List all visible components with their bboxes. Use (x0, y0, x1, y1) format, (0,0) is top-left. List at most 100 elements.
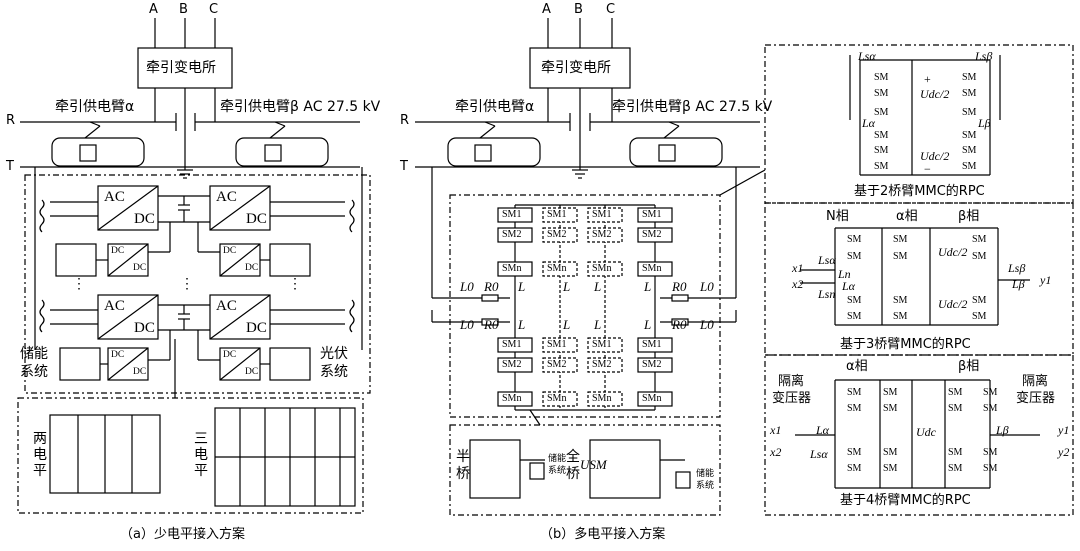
l-label-7: L (594, 317, 602, 332)
three-level-3: 平 (194, 463, 208, 479)
caption-b: （b）多电平接入方案 (540, 527, 666, 542)
rpc3-lsa: Lsα (818, 253, 836, 267)
l-label-6: L (563, 317, 571, 332)
rpc2-sm-11: SM (962, 145, 977, 156)
rpc2-lsa: Lsα (858, 49, 876, 63)
sm1-c4-bot: SM1 (642, 339, 662, 350)
storage-small-4: 系统 (696, 481, 715, 491)
rpc4-iso-right-2: 变压器 (1016, 391, 1056, 406)
rpc2-udc-top: Udc/2 (920, 87, 950, 101)
rpc3-b-phase: β相 (958, 209, 980, 224)
rpc2-minus: − (924, 162, 931, 176)
rpc4-iso-left-2: 变压器 (772, 391, 812, 406)
storage-small-2: 系统 (548, 466, 567, 476)
phase-b-label: B (179, 2, 188, 17)
rpc2-sm-10: SM (962, 130, 977, 141)
sm2-c1-top: SM2 (502, 229, 522, 240)
l-label-4: L (644, 279, 652, 294)
rpc4-sm-10: SM (948, 403, 963, 414)
rpc4-sm-2: SM (847, 403, 862, 414)
rpc4-b-phase: β相 (958, 359, 980, 374)
sm2-c4-top: SM2 (642, 229, 662, 240)
dcdc-dc-1: DC (111, 246, 125, 256)
rpc2-udc-bot: Udc/2 (920, 149, 950, 163)
sm2-c4-bot: SM2 (642, 359, 662, 370)
smn-c2-top: SMn (547, 263, 567, 274)
two-level-2: 电 (33, 447, 47, 463)
storage-label-2: 系统 (20, 364, 48, 380)
rpc2-sm-2: SM (874, 88, 889, 99)
rpc2-lb: Lβ (978, 116, 991, 130)
dcdc-dc-3: DC (223, 246, 237, 256)
rpc4-sm-5: SM (883, 387, 898, 398)
r0-label-2: R0 (672, 279, 687, 294)
rpc4-a-phase: α相 (846, 359, 868, 374)
substation-label-a: 牵引变电所 (146, 60, 216, 76)
rpc4-sm-3: SM (847, 447, 862, 458)
phase-c-label: C (209, 2, 219, 17)
sm1-c3-top: SM1 (592, 209, 612, 220)
arm-alpha-label-a: 牵引供电臂α (55, 99, 135, 115)
rpc3-sm-10: SM (972, 251, 987, 262)
arm-alpha-label-b: 牵引供电臂α (455, 99, 535, 115)
rpc2-sm-12: SM (962, 161, 977, 172)
half-bridge-1: 半 (456, 449, 470, 465)
phase-b-label-b: B (574, 2, 583, 17)
rpc4-sm-6: SM (883, 403, 898, 414)
pv-label-2: 系统 (320, 364, 348, 380)
rpc3-x1: x1 (792, 261, 804, 275)
l-label-8: L (644, 317, 652, 332)
conv-dc-4: DC (246, 320, 267, 336)
sm1-c2-bot: SM1 (547, 339, 567, 350)
rpc3-a-phase: α相 (896, 209, 918, 224)
rpc3-caption: 基于3桥臂MMC的RPC (840, 337, 971, 352)
rpc4-iso-right-1: 隔离 (1022, 374, 1049, 389)
conv-dc-1: DC (134, 211, 155, 227)
smn-c3-top: SMn (592, 263, 612, 274)
rpc4-sm-13: SM (983, 387, 998, 398)
smn-c4-bot: SMn (642, 393, 662, 404)
rpc4-sm-16: SM (983, 463, 998, 474)
rpc3-udc-bot: Udc/2 (938, 297, 968, 311)
rpc4-iso-left-1: 隔离 (778, 374, 805, 389)
sm2-c3-bot: SM2 (592, 359, 612, 370)
two-level-1: 两 (33, 431, 47, 447)
storage-small-1: 储能 (548, 454, 567, 464)
rpc4-sm-12: SM (948, 463, 963, 474)
rpc3-x2: x2 (792, 277, 804, 291)
conv-dc-3: DC (134, 320, 155, 336)
caption-a: （a）少电平接入方案 (120, 527, 245, 542)
rpc2-sm-8: SM (962, 88, 977, 99)
rpc3-la: Lα (842, 279, 855, 293)
dcdc-dc-8: DC (245, 367, 259, 377)
dots-3: ⋮ (288, 277, 302, 292)
pv-label-1: 光伏 (320, 346, 348, 362)
rail-t-label-b: T (400, 159, 408, 174)
full-bridge-2: 桥 (566, 466, 580, 482)
rpc2-lsb: Lsβ (975, 49, 993, 63)
rpc2-caption: 基于2桥臂MMC的RPC (854, 184, 985, 199)
l-label-1: L (518, 279, 526, 294)
rpc4-sm-7: SM (883, 447, 898, 458)
dcdc-dc-2: DC (133, 263, 147, 273)
rpc3-sm-7: SM (893, 295, 908, 306)
l0-label-2: L0 (700, 279, 714, 294)
rpc3-udc-top: Udc/2 (938, 245, 968, 259)
r0-label-4: R0 (672, 317, 687, 332)
sm1-c1-top: SM1 (502, 209, 522, 220)
rpc2-sm-4: SM (874, 130, 889, 141)
sm1-c4-top: SM1 (642, 209, 662, 220)
rpc4-x1: x1 (770, 423, 782, 437)
rpc2-sm-5: SM (874, 145, 889, 156)
sm1-c1-bot: SM1 (502, 339, 522, 350)
rpc2-sm-9: SM (962, 107, 977, 118)
rpc3-sm-9: SM (972, 234, 987, 245)
rpc4-y1: y1 (1058, 423, 1070, 437)
rpc3-sm-8: SM (893, 311, 908, 322)
l0-label-3: L0 (460, 317, 474, 332)
arm-beta-label-a: 牵引供电臂β AC 27.5 kV (220, 99, 381, 115)
rpc4-udc: Udc (916, 425, 936, 439)
rpc3-sm-4: SM (847, 311, 862, 322)
two-level-3: 平 (33, 463, 47, 479)
